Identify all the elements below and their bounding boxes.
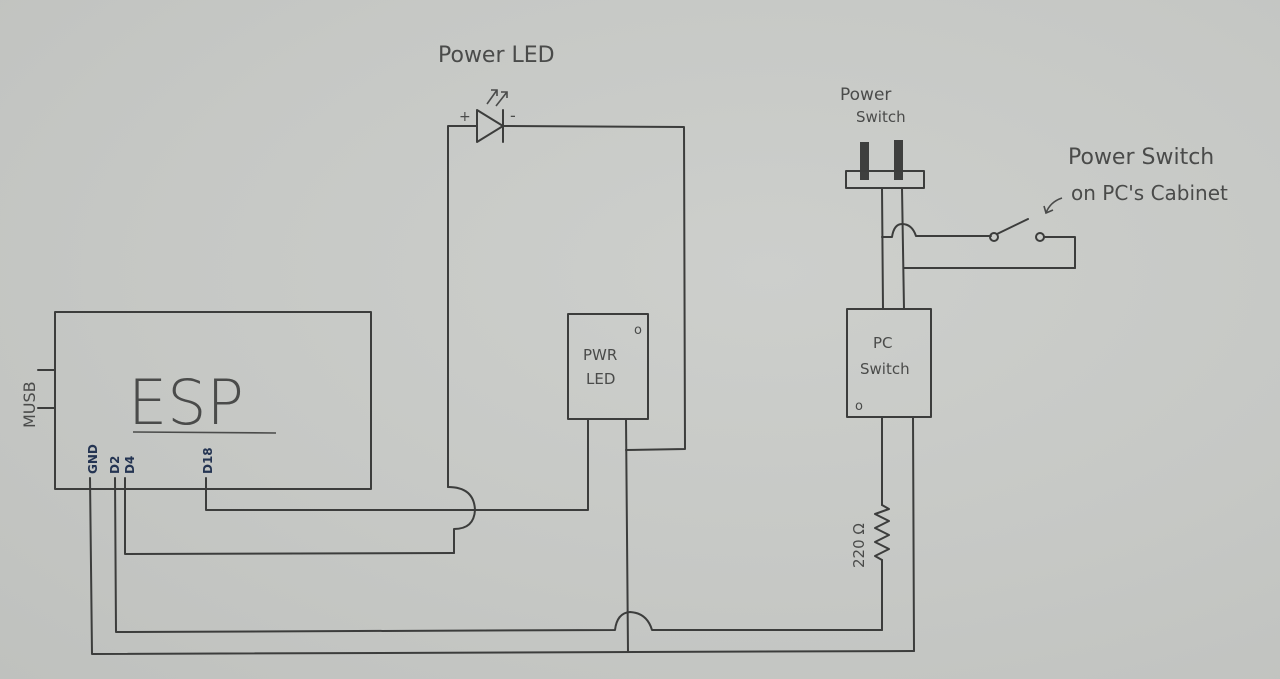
pwr-led-label-line2: LED: [586, 370, 615, 388]
cabinet-switch-label-line2: on PC's Cabinet: [1071, 181, 1228, 205]
pin-d2-label: D2: [108, 456, 122, 474]
pin-d18-label: D18: [201, 447, 215, 474]
pwr-led-header: o PWR LED: [567, 313, 649, 420]
power-switch-label-line1: Power: [840, 85, 891, 105]
cabinet-switch: Power Switch on PC's Cabinet: [989, 145, 1228, 242]
connector-pin-right: [894, 140, 903, 180]
light-arrows-icon: [486, 89, 508, 107]
pwr-led-label-line1: PWR: [583, 346, 617, 364]
pc-switch-pin-marker: o: [855, 399, 863, 414]
led-wires: [447, 125, 686, 488]
pointer-arrow-icon: [1043, 197, 1063, 215]
wire-d2: [114, 477, 883, 633]
power-switch-wires: [881, 187, 1076, 310]
power-led-title: Power LED: [438, 43, 555, 68]
pin-gnd-label: GND: [86, 444, 100, 474]
wire-d18: [205, 418, 589, 511]
switch-contact-right: [1035, 232, 1045, 242]
led-minus-sign: -: [510, 106, 516, 125]
pin-d4-label: D4: [123, 456, 137, 474]
pc-switch-header: PC Switch o: [846, 308, 932, 418]
connector-base: [845, 170, 925, 189]
resistor: 220 Ω: [850, 416, 890, 631]
cabinet-switch-label-line1: Power Switch: [1068, 145, 1214, 170]
switch-contact-left: [989, 232, 999, 242]
wire-d4: [124, 477, 455, 555]
resistor-value-label: 220 Ω: [850, 523, 868, 568]
power-switch-label-line2: Switch: [856, 108, 906, 126]
led-plus-sign: +: [459, 109, 471, 125]
connector-pin-left: [860, 142, 869, 180]
wire-led-hop: [447, 486, 476, 554]
wire-gnd: [89, 477, 915, 655]
switch-lever: [996, 218, 1029, 235]
esp-label: ESP: [128, 366, 244, 439]
esp-outline: [54, 311, 372, 490]
wire-pwr-led-gnd: [625, 418, 629, 653]
pc-switch-label-line2: Switch: [860, 360, 910, 378]
esp-board: MUSB ESP GND D2 D4 D18: [20, 311, 372, 490]
pwr-led-pin-marker: o: [634, 323, 642, 338]
power-switch-connector: Power Switch: [840, 85, 925, 189]
led-triangle: [476, 109, 504, 143]
pc-switch-gnd-wire: [912, 416, 915, 652]
pc-switch-label-line1: PC: [873, 334, 893, 352]
musb-label: MUSB: [20, 381, 39, 428]
led-symbol: + -: [459, 89, 516, 143]
